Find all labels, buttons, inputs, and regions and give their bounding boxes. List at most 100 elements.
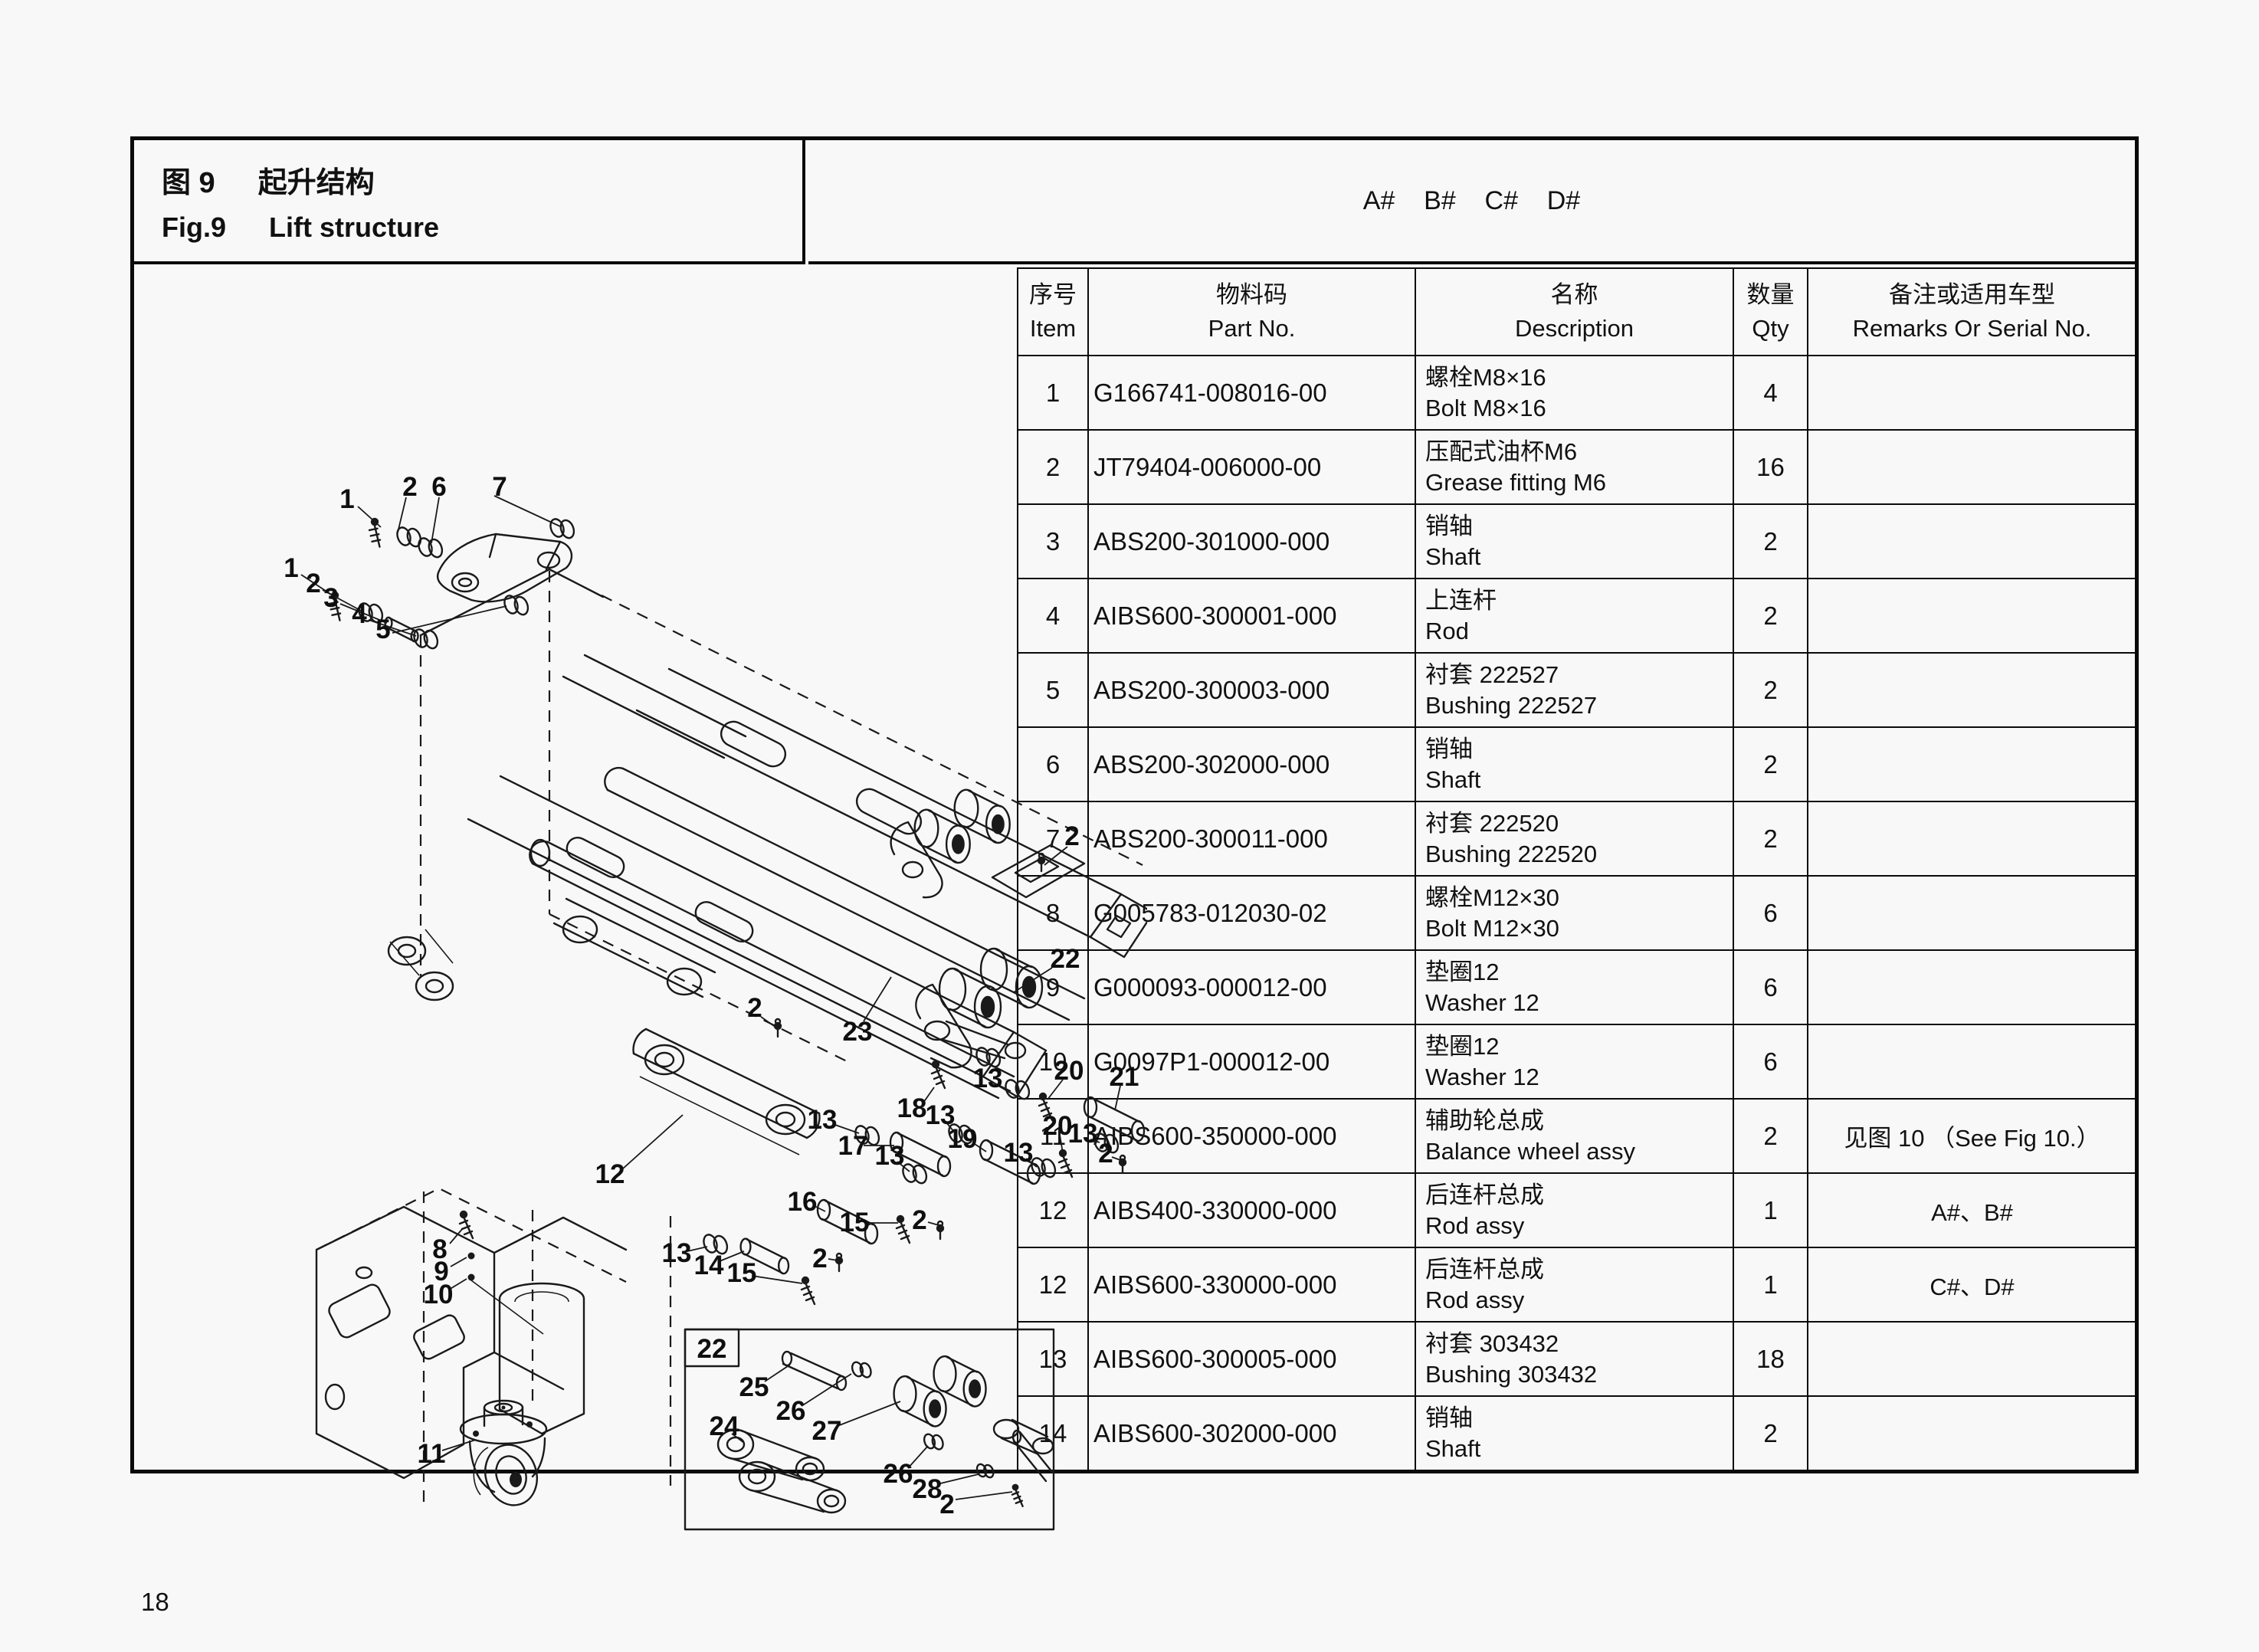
callout-leader-line (838, 1401, 900, 1426)
part-no-cell: AIBS600-302000-000 (1087, 1395, 1415, 1470)
callout-label: 13 (973, 1064, 1003, 1093)
callout-label: 15 (727, 1258, 757, 1288)
part-no-cell: ABS200-301000-000 (1087, 503, 1415, 579)
callout-leader-line (1115, 1086, 1120, 1110)
callout-leader-line (1090, 1139, 1100, 1142)
remarks-cell (1807, 1321, 2136, 1396)
callout-label: 2 (306, 569, 320, 598)
callout-label: 13 (1004, 1138, 1034, 1168)
callout-leader-line (833, 1124, 859, 1133)
callout-label: 25 (739, 1372, 769, 1402)
figure-number-en: Fig.9 (162, 211, 227, 243)
part-no-cell: G0097P1-000012-00 (1087, 1024, 1415, 1099)
callout-label: 17 (838, 1131, 868, 1161)
balance-wheel-assy (891, 788, 1044, 1073)
callout-label: 21 (1110, 1062, 1139, 1092)
part-no-cell: AIBS600-300005-000 (1087, 1321, 1415, 1396)
callout-leader-line (897, 1162, 910, 1172)
callout-leader-line (720, 1251, 744, 1261)
callout-label: 2 (812, 1244, 827, 1273)
callout-leader-line (398, 497, 406, 533)
remarks-cell (1807, 949, 2136, 1024)
callout-leader-line (687, 1247, 707, 1251)
qty-cell: 2 (1733, 1395, 1808, 1470)
item-cell: 3 (1017, 503, 1088, 579)
callout-label: 15 (840, 1208, 870, 1237)
part-no-cell: AIBS600-330000-000 (1087, 1247, 1415, 1322)
remarks-cell (1807, 429, 2136, 504)
callout-leader-line (956, 1492, 1012, 1500)
qty-cell: 18 (1733, 1321, 1808, 1396)
callout-leader-line (449, 1279, 467, 1290)
part-no-cell: AIBS600-350000-000 (1087, 1098, 1415, 1173)
qty-cell: 4 (1733, 355, 1808, 430)
remarks-cell (1807, 1395, 2136, 1470)
item-cell: 6 (1017, 726, 1088, 801)
part-no-cell: AIBS600-300001-000 (1087, 578, 1415, 653)
qty-cell: 2 (1733, 1098, 1808, 1173)
rocker-arm-group (326, 513, 578, 654)
remarks-cell: 见图 10 （See Fig 10.） (1807, 1098, 2136, 1173)
part-no-cell: ABS200-300003-000 (1087, 652, 1415, 727)
figure-title-cn: 图 9 起升结构 (162, 159, 802, 201)
qty-cell: 6 (1733, 949, 1808, 1024)
callout-leader-line (1026, 1159, 1037, 1167)
qty-cell: 6 (1733, 875, 1808, 950)
callout-label: 20 (1043, 1111, 1073, 1141)
callout-label: 2 (939, 1490, 954, 1519)
remarks-cell (1807, 801, 2136, 876)
callout-label: 2 (912, 1205, 926, 1235)
qty-cell: 6 (1733, 1024, 1808, 1099)
callout-leader-line (323, 590, 362, 611)
callout-label: 13 (926, 1100, 956, 1130)
qty-cell: 2 (1733, 801, 1808, 876)
figure-title-en: Fig.9 Lift structure (162, 211, 802, 244)
callout-label: 13 (1068, 1119, 1098, 1149)
callout-label: 13 (662, 1238, 692, 1268)
qty-cell: 1 (1733, 1172, 1808, 1247)
callout-label: 5 (375, 615, 390, 644)
callout-leader-line (864, 977, 891, 1021)
qty-cell: 2 (1733, 726, 1808, 801)
callout-label: 14 (694, 1250, 724, 1280)
remarks-cell: C#、D# (1807, 1247, 2136, 1322)
callout-label: 2 (747, 993, 762, 1023)
callout-label: 28 (913, 1474, 943, 1504)
part-no-cell: JT79404-006000-00 (1087, 429, 1415, 504)
callout-leader-line (923, 1087, 934, 1103)
callout-leader-line (1014, 968, 1052, 992)
callout-label: 26 (776, 1396, 806, 1426)
qty-cell: 2 (1733, 503, 1808, 579)
remarks-cell (1807, 1024, 2136, 1099)
callout-label: 1 (339, 484, 354, 514)
part-no-cell: G005783-012030-02 (1087, 875, 1415, 950)
callout-leader-line (928, 1222, 939, 1225)
callout-label: 6 (431, 472, 446, 502)
callout-label: 2 (402, 472, 417, 502)
qty-cell: 2 (1733, 652, 1808, 727)
callout-leader-line (340, 604, 387, 623)
callout-label: 4 (352, 599, 367, 629)
callout-label: 2 (1064, 821, 1079, 851)
item-cell: 12 (1017, 1172, 1088, 1247)
